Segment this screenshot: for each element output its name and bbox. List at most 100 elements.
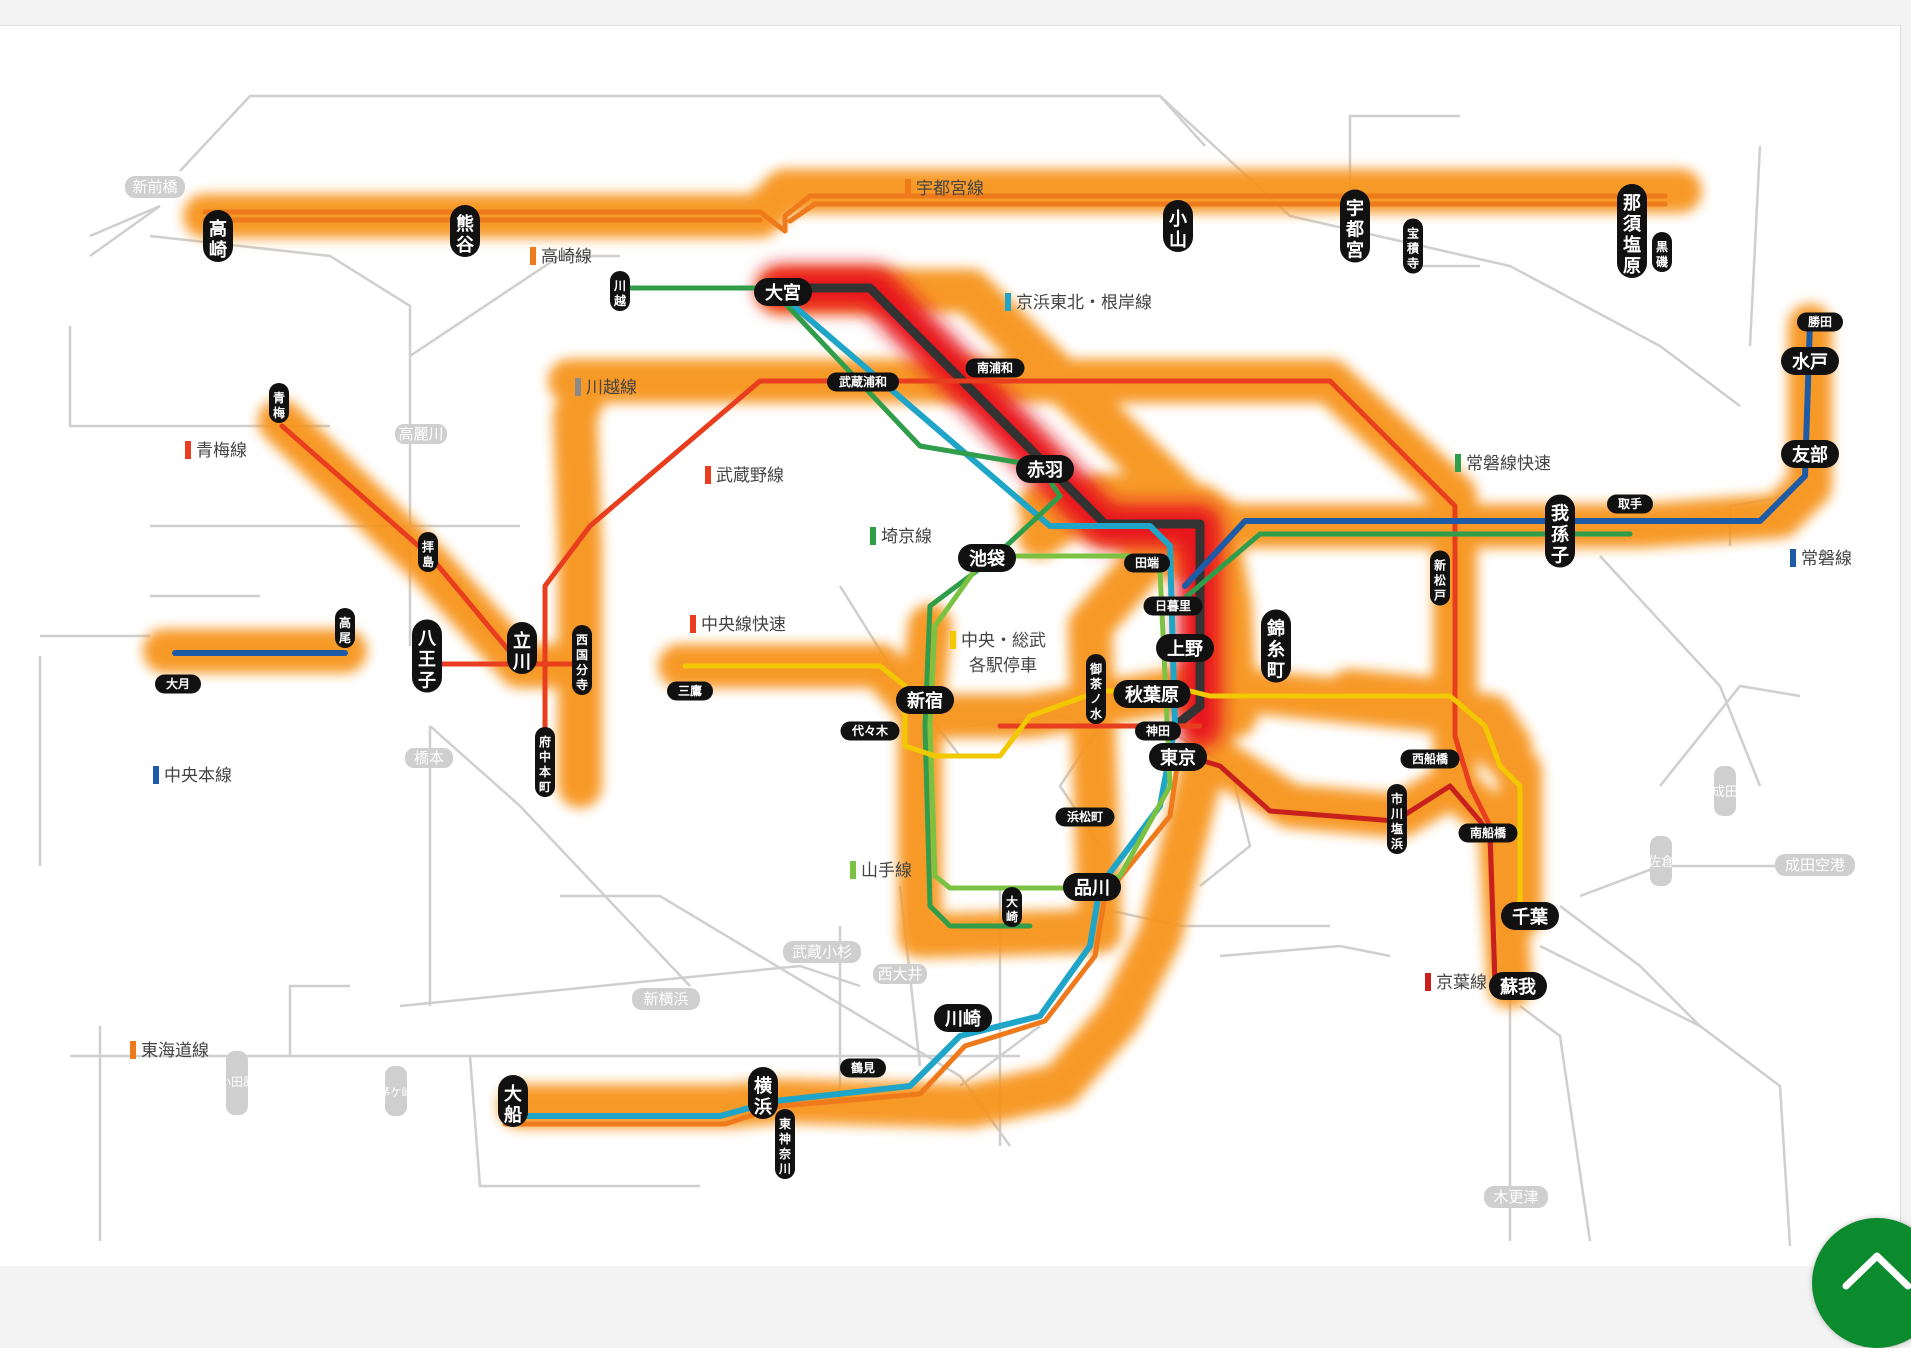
station-nippori[interactable]: 日暮里 <box>1143 596 1203 616</box>
line-label-chuo-sobu-local-1: 中央・総武 <box>950 631 1046 651</box>
svg-text:川越線: 川越線 <box>586 378 637 398</box>
station-other-chigasaki[interactable]: 茅ケ崎 <box>380 1066 413 1116</box>
station-hamamatsucho[interactable]: 浜松町 <box>1055 807 1115 827</box>
station-other-narita-airport[interactable]: 成田空港 <box>1775 854 1855 876</box>
station-tsurumi[interactable]: 鶴見 <box>840 1058 886 1078</box>
station-kinshicho[interactable]: 錦糸町 <box>1261 609 1291 683</box>
station-other-shinyokohama[interactable]: 新横浜 <box>632 988 700 1010</box>
station-other-kisarazu[interactable]: 木更津 <box>1484 1186 1548 1208</box>
station-hachioji[interactable]: 八王子 <box>412 619 442 693</box>
station-takasaki[interactable]: 高崎 <box>203 210 233 262</box>
station-kumagaya[interactable]: 熊谷 <box>450 205 480 257</box>
svg-text:中央本線: 中央本線 <box>164 766 232 786</box>
station-utsunomiya[interactable]: 宇都宮 <box>1340 189 1370 263</box>
station-other-nishioi[interactable]: 西大井 <box>873 964 927 984</box>
tokaido-line[interactable] <box>502 743 1183 1127</box>
station-akihabara[interactable]: 秋葉原 <box>1113 680 1191 708</box>
station-nishifunabashi[interactable]: 西船橋 <box>1400 749 1460 769</box>
station-ueno[interactable]: 上野 <box>1156 634 1214 662</box>
line-label-joban: 常磐線 <box>1790 549 1852 569</box>
svg-text:高: 高 <box>339 615 351 630</box>
station-shinmatsudo[interactable]: 新松戸 <box>1430 550 1450 606</box>
station-ikebukuro[interactable]: 池袋 <box>958 544 1016 572</box>
svg-text:新横浜: 新横浜 <box>643 990 688 1008</box>
saikyo-line[interactable] <box>777 295 1063 929</box>
svg-text:千葉: 千葉 <box>1512 907 1549 928</box>
station-takao[interactable]: 高尾 <box>335 608 355 648</box>
station-minamiurawa[interactable]: 南浦和 <box>965 358 1025 378</box>
svg-text:ノ: ノ <box>1090 692 1102 706</box>
station-otsuki[interactable]: 大月 <box>155 674 201 694</box>
svg-text:常磐線: 常磐線 <box>1801 549 1852 569</box>
station-other-hashimoto[interactable]: 橋本 <box>405 748 453 768</box>
station-other-narita[interactable]: 成田 <box>1712 766 1738 816</box>
svg-text:品川: 品川 <box>1074 878 1110 899</box>
station-soga[interactable]: 蘇我 <box>1489 972 1547 1000</box>
svg-text:府: 府 <box>539 734 551 749</box>
station-osaki[interactable]: 大崎 <box>1002 887 1022 927</box>
station-shinjuku[interactable]: 新宿 <box>896 686 954 714</box>
station-other-musashikosugi[interactable]: 武蔵小杉 <box>783 941 861 963</box>
svg-text:越: 越 <box>613 293 627 308</box>
station-tachikawa[interactable]: 立川 <box>507 622 537 674</box>
musashino-line[interactable] <box>542 378 1498 989</box>
station-ofuna[interactable]: 大船 <box>498 1075 528 1127</box>
line-label-takasaki: 高崎線 <box>530 247 592 267</box>
station-other-komagawa[interactable]: 高麗川 <box>395 424 447 444</box>
station-kurohiso[interactable]: 黒磯 <box>1652 232 1672 272</box>
line-label-yamanote: 山手線 <box>850 861 912 881</box>
station-kanda[interactable]: 神田 <box>1135 721 1181 741</box>
joban-line[interactable] <box>1182 318 1813 589</box>
station-abiko[interactable]: 我孫子 <box>1545 494 1575 568</box>
joban-rapid-line[interactable] <box>1182 531 1633 601</box>
svg-text:戸: 戸 <box>1434 589 1446 603</box>
svg-text:山手線: 山手線 <box>861 861 912 881</box>
station-haijima[interactable]: 拝島 <box>418 532 438 572</box>
svg-text:小: 小 <box>1169 209 1187 230</box>
station-kawagoe[interactable]: 川越 <box>610 271 630 311</box>
station-mitaka[interactable]: 三鷹 <box>667 681 713 701</box>
station-other-sakura[interactable]: 佐倉 <box>1648 836 1674 886</box>
station-chiba[interactable]: 千葉 <box>1501 902 1559 930</box>
line-label-kawagoe: 川越線 <box>575 378 637 398</box>
station-mito[interactable]: 水戸 <box>1781 347 1839 375</box>
station-tokyo[interactable]: 東京 <box>1149 743 1207 771</box>
station-hoshakuji[interactable]: 宝積寺 <box>1403 218 1423 274</box>
station-shinagawa[interactable]: 品川 <box>1063 873 1121 901</box>
svg-text:西船橋: 西船橋 <box>1412 751 1449 766</box>
svg-text:町: 町 <box>539 780 551 794</box>
station-minamifunabashi[interactable]: 南船橋 <box>1458 823 1518 843</box>
station-tabata[interactable]: 田端 <box>1124 553 1170 573</box>
svg-text:宮: 宮 <box>1346 240 1364 262</box>
station-yoyogi[interactable]: 代々木 <box>840 721 900 741</box>
station-toride[interactable]: 取手 <box>1607 494 1653 514</box>
takasaki-line[interactable] <box>202 193 1668 234</box>
station-omiya[interactable]: 大宮 <box>754 278 812 306</box>
station-other-odawara[interactable]: 小田原 <box>219 1051 255 1115</box>
station-other-shinmaebashi[interactable]: 新前橋 <box>125 176 185 198</box>
svg-text:各駅停車: 各駅停車 <box>969 656 1037 676</box>
svg-text:宝: 宝 <box>1407 226 1419 241</box>
station-oyama[interactable]: 小山 <box>1163 200 1193 252</box>
svg-text:川: 川 <box>1390 807 1403 821</box>
station-akabane[interactable]: 赤羽 <box>1016 455 1074 483</box>
line-label-ome: 青梅線 <box>185 441 247 461</box>
line-label-chuo-main: 中央本線 <box>153 766 232 786</box>
svg-text:中央線快速: 中央線快速 <box>701 615 786 635</box>
station-yokohama[interactable]: 横浜 <box>748 1067 778 1119</box>
station-musashiurawa[interactable]: 武蔵浦和 <box>827 372 899 392</box>
ueno-tokyo-line[interactable] <box>775 283 1205 731</box>
svg-text:王: 王 <box>418 650 436 671</box>
station-katsuta[interactable]: 勝田 <box>1797 312 1843 332</box>
keihin-tohoku-line[interactable] <box>502 291 1178 1119</box>
station-tomobe[interactable]: 友部 <box>1781 440 1839 468</box>
station-kawasaki[interactable]: 川崎 <box>934 1004 992 1032</box>
svg-text:成田空港: 成田空港 <box>1785 856 1845 874</box>
station-ome[interactable]: 青梅 <box>269 383 289 423</box>
